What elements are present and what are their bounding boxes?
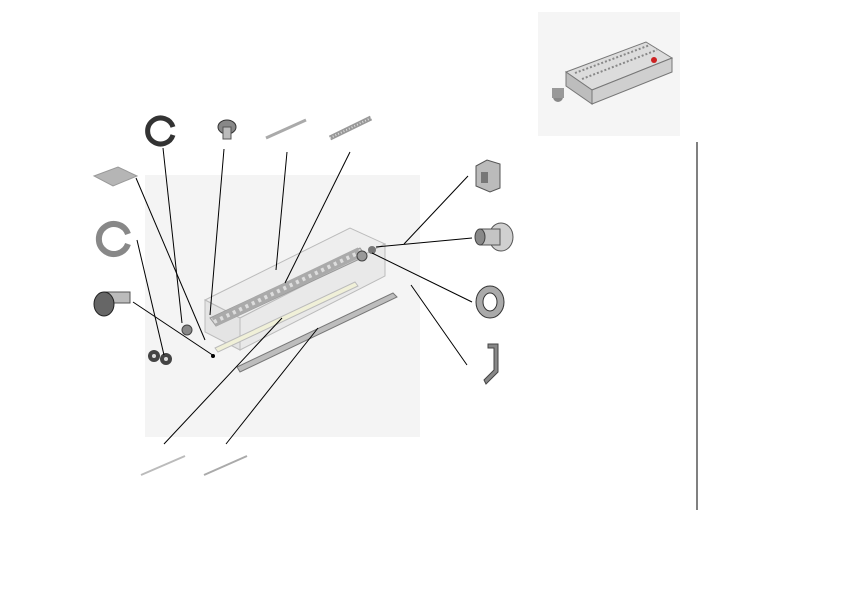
long-strip-icon — [236, 292, 398, 373]
shoulder-screw-icon — [93, 291, 131, 317]
e-ring-icon — [145, 115, 176, 147]
leader-e-ring — [162, 147, 183, 324]
leader-bent-clip — [410, 284, 468, 366]
large-e-ring-icon — [95, 221, 131, 257]
short-rod-2-icon — [203, 455, 248, 476]
leader-shaft-rod — [275, 151, 288, 271]
thumbnail-unit-icon — [552, 41, 674, 105]
roller-icon — [211, 247, 363, 327]
assembly-thumbnail — [538, 12, 680, 136]
ball-bearing-icon — [475, 285, 505, 319]
leader-shoulder-screw — [132, 301, 215, 357]
leader-gear-rack — [284, 151, 351, 284]
small-bearing-icon — [148, 350, 172, 365]
leader-short-rod-2 — [225, 327, 319, 445]
pad-plate-icon — [92, 166, 139, 187]
short-rod-icon — [140, 455, 186, 476]
bent-clip-icon — [483, 343, 499, 385]
gear-rack-icon — [328, 115, 373, 141]
leader-lines — [132, 147, 473, 445]
leader-large-e-ring — [136, 239, 165, 356]
bracket-block-icon — [475, 159, 501, 193]
leader-ball-bearing — [371, 252, 473, 303]
leader-pad-plate — [135, 177, 206, 341]
shoulder-pin-icon — [217, 119, 237, 140]
leader-short-rod — [163, 317, 283, 445]
leader-shoulder-pin — [209, 148, 225, 316]
leader-bracket-block — [403, 175, 469, 245]
leader-gear-bushing — [375, 237, 473, 248]
shaft-rod-icon — [265, 118, 307, 140]
gear-bushing-icon — [474, 222, 514, 252]
